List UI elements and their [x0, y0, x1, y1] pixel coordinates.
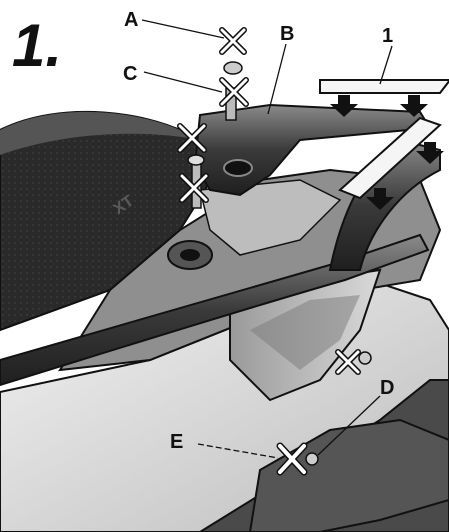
callout-1: 1 [382, 25, 393, 47]
spacer-plate-diagonal [338, 116, 442, 200]
callout-c: C [123, 63, 137, 85]
nut-d [305, 452, 319, 466]
nut-right [358, 351, 372, 365]
callout-d: D [380, 377, 394, 399]
remove-cross-icon [278, 444, 306, 474]
tail-light-detail [250, 295, 360, 370]
nut-c [223, 61, 243, 75]
seat-top [0, 111, 200, 155]
mount-hole-inner [180, 249, 200, 261]
leader-lines [141, 19, 393, 459]
arrow-down-icon [416, 142, 444, 164]
remove-cross-icon [180, 174, 208, 202]
remove-cross-icon [220, 78, 248, 106]
callout-e: E [170, 431, 183, 453]
side-rail [0, 233, 430, 387]
remove-cross-icon [220, 28, 246, 54]
arrow-down-icon [400, 95, 428, 117]
grab-rail-inner [199, 179, 342, 256]
step-number: 1. [12, 12, 63, 79]
remove-cross-icon [336, 350, 360, 374]
remove-cross-icon [178, 124, 206, 152]
bracket-hole [223, 159, 253, 177]
callout-b: B [280, 23, 294, 45]
arrow-down-icon [330, 95, 358, 117]
washer [187, 154, 205, 166]
spacer-plate-top [319, 79, 449, 94]
callout-a: A [124, 9, 138, 31]
arrow-down-icon [366, 188, 394, 210]
